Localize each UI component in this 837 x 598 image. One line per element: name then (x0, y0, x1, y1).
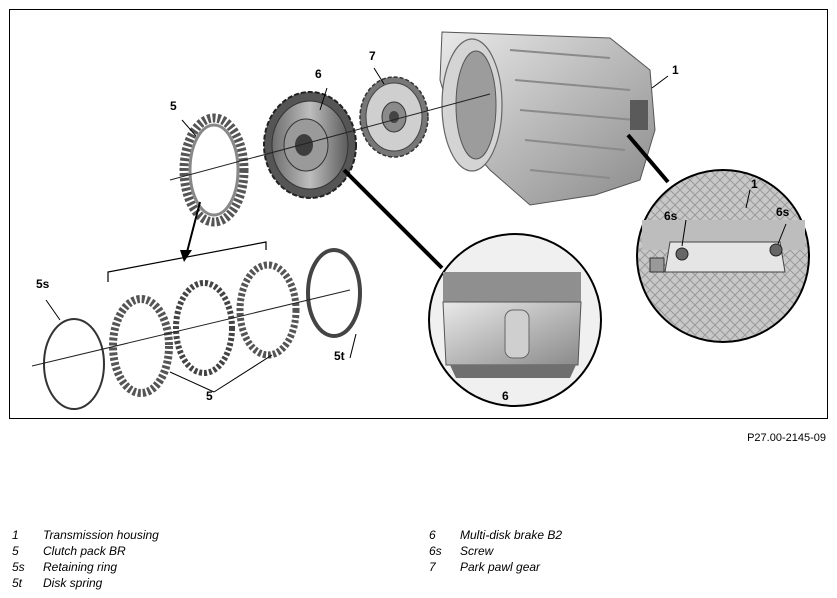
retaining-ring (43, 318, 105, 410)
callout-5-assembled: 5 (170, 99, 177, 113)
exploded-view-illustration: 1 5 6 7 5s 5t 5 6 1 6s 6s (31, 31, 810, 410)
clutch-disk-1 (109, 295, 173, 397)
legend-item: 5t Disk spring (12, 575, 159, 591)
assembly-axis-lines (31, 93, 491, 367)
legend-number: 6 (429, 528, 436, 542)
legend-label: Retaining ring (43, 560, 118, 574)
legend-left: 1 Transmission housing 5 Clutch pack BR 5s… (12, 527, 159, 591)
legend-item: 1 Transmission housing (12, 527, 159, 543)
legend-number: 7 (429, 560, 436, 574)
callout-7: 7 (369, 49, 376, 63)
callout-5t: 5t (334, 349, 345, 363)
legend-right: 6 Multi-disk brake B2 6s Screw 7 Park pawl … (429, 527, 562, 575)
detail-view-housing (626, 133, 810, 343)
callout-6s-right: 6s (776, 205, 790, 219)
detail-view-brake (342, 168, 602, 407)
legend-item: 6 Multi-disk brake B2 (429, 527, 562, 543)
multi-disk-brake-b2 (263, 91, 357, 199)
legend-label: Clutch pack BR (43, 544, 126, 558)
callout-1: 1 (672, 63, 679, 77)
legend-number: 5 (12, 544, 19, 558)
legend-label: Park pawl gear (460, 560, 541, 574)
legend-number: 6s (429, 544, 442, 558)
exploded-bracket (107, 201, 267, 282)
clutch-pack-assembled (179, 113, 249, 227)
legend-item: 5s Retaining ring (12, 559, 159, 575)
legend-label: Disk spring (43, 576, 103, 590)
legend-label: Transmission housing (43, 528, 159, 542)
legend-number: 5t (12, 576, 23, 590)
legend-number: 1 (12, 528, 19, 542)
legend-label: Multi-disk brake B2 (460, 528, 563, 542)
exploded-view-figure: 1 5 6 7 5s 5t 5 6 1 6s 6s (9, 9, 828, 419)
park-pawl-gear (359, 76, 429, 158)
callout-6-detail: 6 (502, 389, 509, 403)
clutch-disk-3 (236, 261, 300, 359)
transmission-housing (439, 31, 656, 206)
leader-lines (45, 67, 787, 393)
legend-item: 7 Park pawl gear (429, 559, 562, 575)
callout-5s: 5s (36, 277, 50, 291)
callout-6: 6 (315, 67, 322, 81)
disk-spring (306, 248, 362, 338)
legend-item: 6s Screw (429, 543, 562, 559)
legend-number: 5s (12, 560, 25, 574)
clutch-disk-2 (173, 280, 235, 376)
callout-6s-left: 6s (664, 209, 678, 223)
legend-label: Screw (460, 544, 494, 558)
callout-1-detail: 1 (751, 177, 758, 191)
legend-item: 5 Clutch pack BR (12, 543, 159, 559)
figure-id: P27.00-2145-09 (747, 432, 826, 444)
callout-5-exploded: 5 (206, 389, 213, 403)
